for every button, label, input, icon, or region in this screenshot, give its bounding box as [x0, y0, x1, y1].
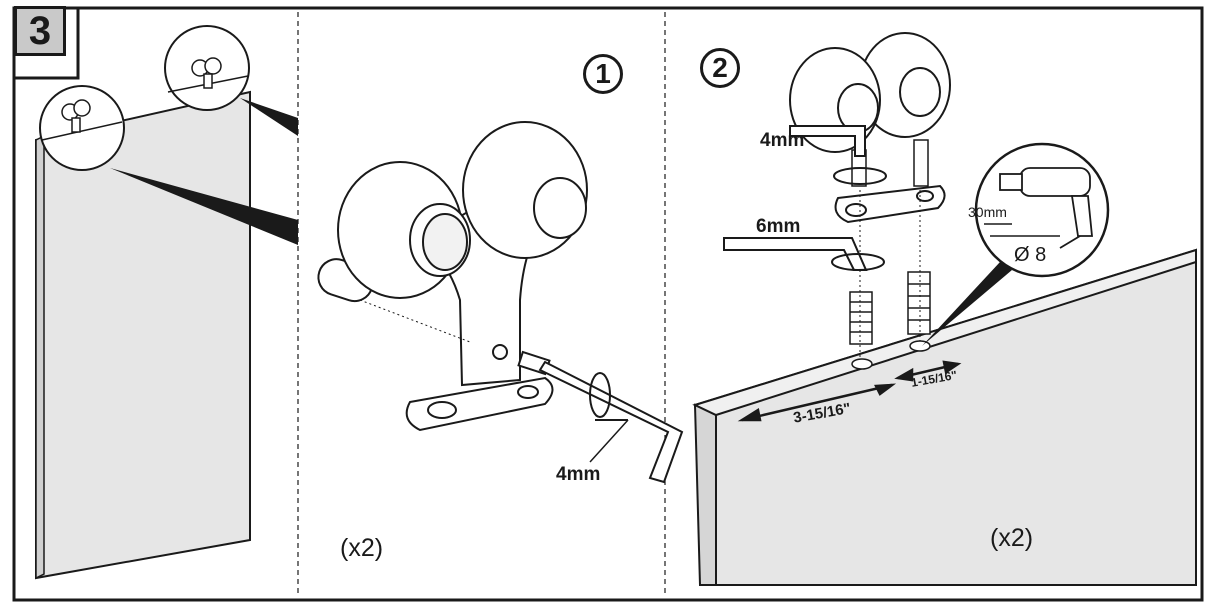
rotation-arrow-step2: [831, 167, 887, 271]
dimension-inner: [894, 360, 962, 382]
step2-allen-key-large-label: 6mm: [756, 216, 801, 237]
door-hole-right: [909, 340, 931, 352]
step2-circled-number: 2: [700, 48, 740, 88]
drill-bit-icon: [984, 223, 1060, 237]
allen-key-6mm-step2: [723, 237, 868, 271]
door-overview: [35, 25, 298, 580]
magnifier-left: [39, 85, 125, 171]
door-edge: [35, 134, 45, 580]
drill-depth-label: 30mm: [968, 204, 1007, 220]
dotted-guide-step1: [359, 299, 471, 343]
spring-right-upper: [913, 139, 929, 187]
allen-key-4mm-step2: [789, 125, 866, 157]
mini-roller-left: [41, 99, 123, 141]
spring-left-lower: [849, 291, 873, 345]
callout-wedge-right: [240, 98, 298, 136]
dimension-outer: [737, 383, 897, 422]
callout-wedge-drill: [922, 262, 1012, 346]
step1-circled-number: 1: [583, 54, 623, 94]
step2-allen-key-small-label: 4mm: [760, 130, 805, 151]
drill-icon: [999, 167, 1093, 249]
mini-roller-right: [167, 57, 249, 93]
outer-frame: [12, 6, 1204, 602]
leader-4mm-step1: [589, 419, 629, 463]
spring-right-lower: [907, 271, 931, 335]
rotation-arrow-step1: [589, 372, 628, 421]
badge-notch: [14, 8, 80, 80]
roller-assembly-step1: [317, 121, 588, 432]
door-top-edge: [692, 248, 1197, 586]
step1-quantity-label: (x2): [340, 534, 384, 562]
step1-allen-key-label: 4mm: [556, 464, 601, 485]
callout-wedge-left: [110, 168, 298, 245]
drill-diameter-label: Ø 8: [1014, 244, 1047, 266]
step2-quantity-label: (x2): [990, 524, 1034, 552]
step-number-badge: 3: [14, 6, 66, 56]
door-hole-left: [851, 358, 873, 370]
allen-key-4mm-step1: [538, 360, 684, 484]
